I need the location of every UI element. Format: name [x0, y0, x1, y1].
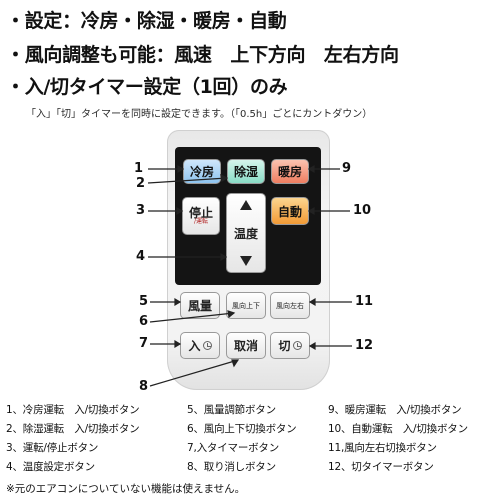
leader-arrow-1 [177, 164, 185, 174]
run-stop-button[interactable]: 停止 /運転 [182, 197, 220, 235]
dehumidify-button[interactable]: 除湿 [227, 159, 265, 184]
temp-label: 温度 [233, 226, 258, 241]
heading-timer: ・入/切タイマー設定（1回）のみ [6, 76, 288, 98]
timer-off-label: 切 [278, 339, 291, 353]
legend-item: 4、温度設定ボタン [6, 461, 95, 473]
callout-number: 6 [139, 314, 149, 329]
leader-arrow-12 [308, 341, 316, 351]
callout-number: 11 [355, 294, 374, 309]
temp-down-arrow-icon[interactable] [240, 256, 252, 266]
heading-modes: ・設定：冷房・除湿・暖房・自動 [6, 10, 287, 32]
clock-icon [202, 341, 212, 350]
leader-arrow-2 [220, 173, 229, 182]
leader-arrow-4 [220, 252, 228, 262]
callout-number: 5 [139, 294, 149, 309]
legend-item: 2、除湿運転 入/切換ボタン [6, 423, 140, 435]
callout-number: 2 [136, 176, 146, 191]
callout-number: 4 [136, 249, 146, 264]
temp-up-arrow-icon[interactable] [240, 200, 252, 210]
legend-item: 12、切タイマーボタン [328, 461, 434, 473]
fan-speed-button[interactable]: 風量 [180, 292, 220, 319]
timer-off-button[interactable]: 切 [270, 332, 310, 359]
callout-number: 12 [355, 338, 374, 353]
callout-number: 9 [342, 161, 352, 176]
heading-airflow: ・風向調整も可能：風速 上下方向 左右方向 [6, 44, 399, 66]
run-stop-label: 停止 [188, 205, 213, 220]
clock-icon [292, 341, 302, 350]
legend-item: 6、風向上下切換ボタン [187, 423, 297, 435]
leader-arrow-8 [231, 359, 240, 368]
timer-note: 「入」「切」タイマーを同時に設定できます。（「0.5h」ごとにカントダウン） [26, 109, 373, 120]
leader-line-6 [149, 312, 235, 323]
legend-item: 9、暖房運転 入/切換ボタン [328, 404, 462, 416]
footnote: ※元のエアコンについていない機能は使えません。 [6, 483, 246, 495]
leader-arrow-11 [308, 297, 316, 307]
temperature-button[interactable]: 温度 [226, 193, 266, 273]
leader-arrow-5 [174, 297, 182, 307]
run-stop-sublabel: /運転 [193, 218, 209, 226]
legend-item: 1、冷房運転 入/切換ボタン [6, 404, 140, 416]
leader-arrow-10 [307, 206, 315, 216]
legend-item: 5、風量調節ボタン [187, 404, 276, 416]
legend-item: 10、自動運転 入/切換ボタン [328, 423, 468, 435]
leader-line-2 [147, 177, 228, 184]
legend-item: 3、運転/停止ボタン [6, 442, 99, 454]
horizontal-direction-button[interactable]: 風向左右 [270, 292, 310, 319]
heat-button[interactable]: 暖房 [271, 159, 309, 184]
leader-arrow-7 [174, 339, 182, 349]
leader-arrow-9 [307, 164, 315, 174]
leader-arrow-6 [227, 310, 236, 319]
auto-button[interactable]: 自動 [271, 197, 309, 225]
timer-on-button[interactable]: 入 [180, 332, 220, 359]
callout-number: 10 [353, 203, 372, 218]
legend-item: 11,風向左右切換ボタン [328, 442, 437, 454]
callout-number: 3 [136, 203, 146, 218]
cancel-button[interactable]: 取消 [226, 332, 266, 359]
callout-number: 8 [139, 379, 149, 394]
leader-line-8 [149, 359, 239, 387]
legend-item: 8、取り消しボタン [187, 461, 276, 473]
callout-number: 7 [139, 336, 149, 351]
callout-number: 1 [134, 161, 144, 176]
leader-arrow-3 [176, 206, 184, 216]
legend-item: 7,入タイマーボタン [187, 442, 280, 454]
timer-on-label: 入 [188, 339, 201, 353]
vertical-direction-button[interactable]: 風向上下 [226, 292, 266, 319]
